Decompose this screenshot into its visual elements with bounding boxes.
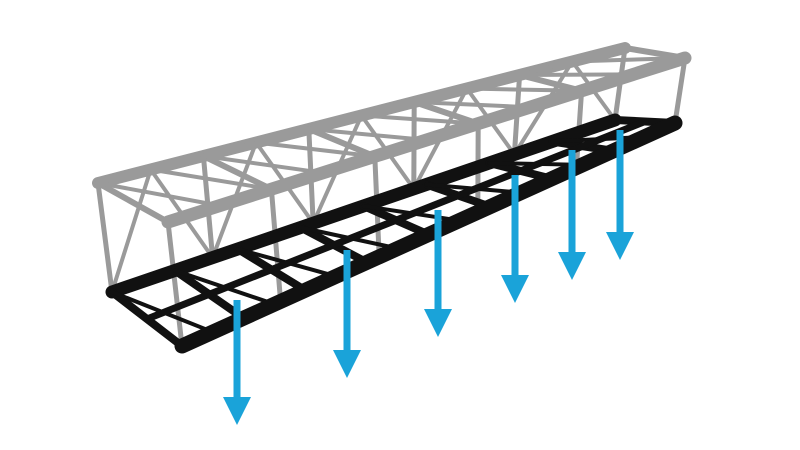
upper-cross-member bbox=[200, 153, 275, 193]
upper-cross-member bbox=[305, 126, 378, 160]
upper-top-diagonal bbox=[359, 113, 481, 126]
upper-vertical-member bbox=[672, 55, 688, 126]
upper-top-diagonal bbox=[201, 154, 326, 175]
lower-truss-section bbox=[105, 113, 683, 354]
arrow-head bbox=[558, 252, 586, 280]
downward-load-arrow-icon bbox=[223, 300, 251, 425]
downward-load-arrow-icon bbox=[558, 150, 586, 280]
upper-side-diagonal bbox=[110, 167, 153, 294]
downward-load-arrow-icon bbox=[424, 210, 452, 337]
lower-middle-chord bbox=[143, 118, 649, 323]
upper-vertical-member bbox=[165, 219, 185, 349]
upper-top-diagonal bbox=[148, 167, 274, 192]
downward-load-arrow-icon bbox=[501, 175, 529, 303]
arrow-head bbox=[424, 309, 452, 337]
upper-cross-member bbox=[411, 99, 482, 127]
load-arrows bbox=[223, 130, 634, 425]
upper-vertical-member bbox=[268, 186, 284, 304]
upper-top-diagonal bbox=[306, 127, 429, 142]
upper-cross-member bbox=[95, 180, 171, 225]
lower-front-chord bbox=[174, 115, 683, 354]
upper-diagonal bbox=[306, 113, 364, 131]
upper-diagonal bbox=[517, 59, 575, 77]
arrow-head bbox=[333, 350, 361, 378]
arrow-head bbox=[223, 397, 251, 425]
arrow-head bbox=[501, 275, 529, 303]
upper-diagonal bbox=[412, 86, 469, 104]
upper-diagonal bbox=[201, 140, 259, 158]
downward-load-arrow-icon bbox=[606, 130, 634, 260]
upper-front-chord bbox=[161, 51, 692, 229]
upper-diagonal bbox=[96, 167, 153, 185]
arrow-head bbox=[606, 232, 634, 260]
upper-top-diagonal bbox=[96, 181, 222, 208]
upper-top-diagonal bbox=[412, 100, 532, 110]
upper-vertical-member bbox=[95, 180, 115, 295]
downward-load-arrow-icon bbox=[333, 250, 361, 378]
upper-truss-section bbox=[92, 42, 692, 349]
upper-top-diagonal bbox=[254, 140, 377, 159]
